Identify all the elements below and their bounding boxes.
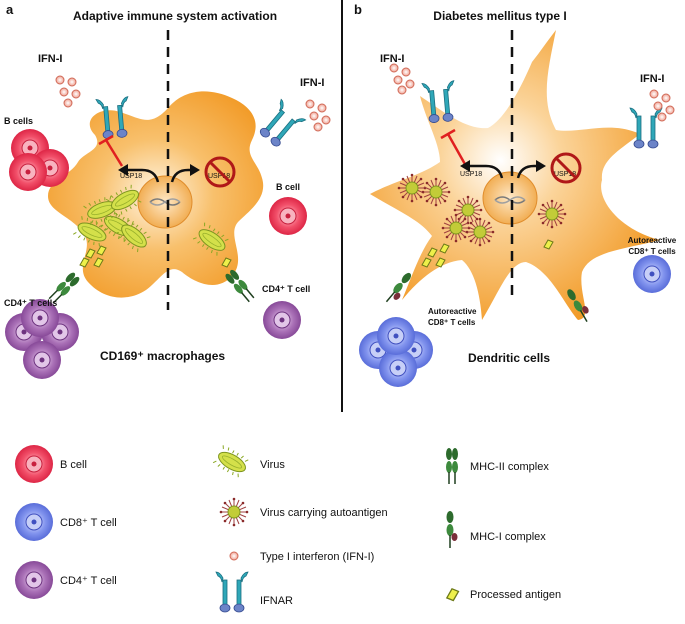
autoreactive-label-left-2: CD8⁺ T cells [428,318,476,327]
b-cells-label: B cells [4,116,33,126]
ifn-particles-a-left [55,75,81,108]
autoreactive-label-right-2: CD8⁺ T cells [628,247,676,256]
legend-b-cell-label: B cell [60,459,87,471]
dendritic-nucleus [482,171,538,225]
legend-cd8-icon [14,502,54,542]
legend-virus-autoantigen-label: Virus carrying autoantigen [260,507,388,519]
autoreactive-label-left-1: Autoreactive [428,307,477,316]
arrow-right [170,168,196,183]
cd4-cell-single [262,300,302,340]
legend-b-cell-icon [14,444,54,484]
arrow-left [122,168,160,183]
legend-virus-label: Virus [260,459,285,471]
legend-mhc1-icon [445,510,459,549]
legend-mhc1-label: MHC-I complex [470,531,546,543]
legend-ifn-icon [229,551,239,561]
legend-ifn-label: Type I interferon (IFN-I) [260,551,374,563]
legend: B cell CD8⁺ T cell CD4⁺ T cell Virus Vir… [14,443,561,613]
cd4-cell-cluster [4,298,80,380]
cd4-cells-label: CD4⁺ T cells [4,298,57,308]
legend-mhc2-icon [445,447,459,485]
usp18-label-b-inactive: USP18 [554,171,576,178]
b-cell-label: B cell [276,182,300,192]
ifnar-icon [255,98,307,151]
prohibited-icon [204,156,236,188]
panel-a-title: Adaptive immune system activation [73,9,277,23]
ifnar-icon [629,107,663,149]
usp18-label-a-active: USP18 [120,173,142,180]
inhibition-arrow [98,134,124,167]
usp18-label-b-active: USP18 [460,171,482,178]
b-cell-single [268,196,308,236]
legend-ifnar-label: IFNAR [260,595,293,607]
legend-ifnar-icon [215,571,249,613]
panel-b-letter: b [354,2,362,17]
inhibition-arrow [440,128,468,167]
ifn-label-b-right: IFN-I [640,73,664,85]
ifn-particles-b-left [389,63,415,95]
ifn-label-b-left: IFN-I [380,53,404,65]
prohibited-icon [550,152,582,184]
cd8-cell-single [632,254,672,294]
panel-a-letter: a [6,2,14,17]
dna-icon [494,196,526,204]
usp18-label-a-inactive: USP18 [208,173,230,180]
ifn-label-a-left: IFN-I [38,53,62,65]
dendritic-label: Dendritic cells [468,351,550,365]
macrophage-label: CD169⁺ macrophages [100,349,225,363]
legend-cd4-label: CD4⁺ T cell [60,575,117,587]
legend-cd4-icon [14,560,54,600]
b-cell-cluster [8,128,70,192]
ifn-label-a-right: IFN-I [300,77,324,89]
cd4-cell-label: CD4⁺ T cell [262,284,310,294]
legend-cd8-label: CD8⁺ T cell [60,517,117,529]
panel-b-title: Diabetes mellitus type I [433,9,566,23]
ifn-particles-a-right [305,99,331,132]
dna-icon [149,198,181,206]
legend-mhc2-label: MHC-II complex [470,461,549,473]
legend-virus-icon [212,443,251,480]
autoreactive-label-right-1: Autoreactive [628,236,677,245]
legend-virus-autoantigen-icon [219,497,249,527]
arrow-right [516,164,542,179]
legend-processed-antigen-icon [446,588,460,602]
arrow-left [464,164,504,179]
cd8-cell-cluster [358,316,434,388]
legend-processed-antigen-label: Processed antigen [470,589,561,601]
